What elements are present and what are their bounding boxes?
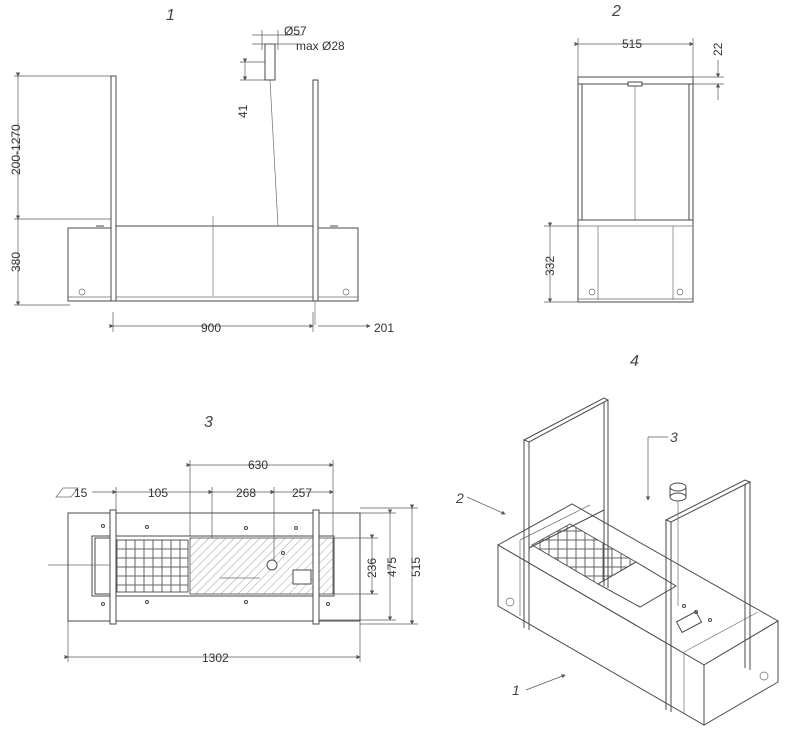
view-number-4: 4 xyxy=(630,353,639,370)
callout-1: 1 xyxy=(512,682,520,698)
plan-upright-left xyxy=(109,509,117,625)
dim-rail: 22 xyxy=(711,42,725,56)
view-2: 2 515 22 332 xyxy=(543,3,725,303)
dim-1302: 1302 xyxy=(202,651,229,665)
callout-2: 2 xyxy=(455,490,464,506)
dim-268: 268 xyxy=(236,486,256,500)
dim-236: 236 xyxy=(365,558,379,578)
view-number-3: 3 xyxy=(204,414,213,431)
plan-upright-right xyxy=(312,509,320,625)
suspension-cable xyxy=(269,79,279,227)
control-box xyxy=(292,569,312,585)
hatched-panel xyxy=(189,537,334,595)
dim-width: 515 xyxy=(622,37,642,51)
dim-diameter: Ø57 xyxy=(284,24,307,38)
dim-515: 515 xyxy=(409,557,423,577)
dim-overhang: 201 xyxy=(374,321,394,335)
dim-257: 257 xyxy=(292,486,312,500)
callout-3: 3 xyxy=(670,429,678,445)
dim-630: 630 xyxy=(248,458,268,472)
dim-max-diameter: max Ø28 xyxy=(296,39,345,53)
dim-length: 900 xyxy=(201,321,221,335)
dim-height-range: 200-1270 xyxy=(9,124,23,175)
motor-outlet xyxy=(266,559,278,571)
hood-center-panel xyxy=(115,225,314,302)
dim-body-height-2: 332 xyxy=(543,256,557,276)
angle-symbol xyxy=(55,487,79,498)
iso-frame-left-top xyxy=(522,397,610,443)
ceiling-mount xyxy=(264,43,276,81)
dim-angle: 15 xyxy=(74,486,88,500)
side-body xyxy=(577,219,694,303)
iso-frame-right-top xyxy=(664,479,752,523)
iso-ceiling-mount xyxy=(669,482,687,492)
grease-filter-grid xyxy=(115,539,189,593)
iso-box-side xyxy=(703,620,779,726)
dim-mount-height: 41 xyxy=(236,104,250,118)
view-1: 1 200-1270 380 41 Ø57 ma xyxy=(9,7,394,335)
dim-475: 475 xyxy=(385,557,399,577)
view-3: 3 630 15 105 268 xyxy=(48,414,423,665)
view-4: 4 2 xyxy=(455,353,779,726)
right-upright xyxy=(312,79,319,302)
dim-body-height: 380 xyxy=(9,252,23,272)
view-number-1: 1 xyxy=(166,7,175,24)
view-number-2: 2 xyxy=(611,3,621,20)
left-upright xyxy=(110,75,117,302)
dim-105: 105 xyxy=(148,486,168,500)
